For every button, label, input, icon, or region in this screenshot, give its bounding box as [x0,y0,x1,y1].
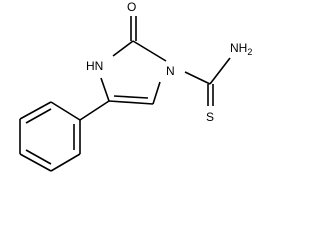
bond-c5-c4 [108,100,154,105]
phenyl-bond-2 [19,101,52,120]
ring-n-label: N [166,64,175,78]
bond-c2-n1 [132,40,167,62]
amine-subscript: 2 [247,47,252,57]
bond-n3-c2 [112,40,134,57]
phenyl-inner-2 [25,149,52,165]
phenyl-bond-5 [50,153,81,172]
phenyl-bond-1 [50,101,81,121]
imidazolone-ring [100,40,167,105]
bond-c4-n3 [100,77,110,102]
bond-c4-phenyl [79,100,110,121]
bond-c5-c4-inner [113,95,149,99]
bond-n1-cthio [184,71,211,85]
oxygen-label: O [127,0,136,14]
bond-cthio-nh2 [209,57,231,85]
thioamide-group [184,57,231,106]
bond-n1-c5 [152,81,161,105]
carbonyl-group [130,16,137,41]
ring-nh-label: HN [86,59,103,73]
amine-label: NH2 [230,41,252,57]
amine-nh-text: NH [230,41,247,55]
phenyl-inner-1 [25,108,52,124]
phenyl-bond-4 [19,153,52,172]
phenyl-ring [19,100,110,172]
chemical-structure: O HN N NH2 S [19,0,252,172]
sulfur-label: S [206,110,214,124]
